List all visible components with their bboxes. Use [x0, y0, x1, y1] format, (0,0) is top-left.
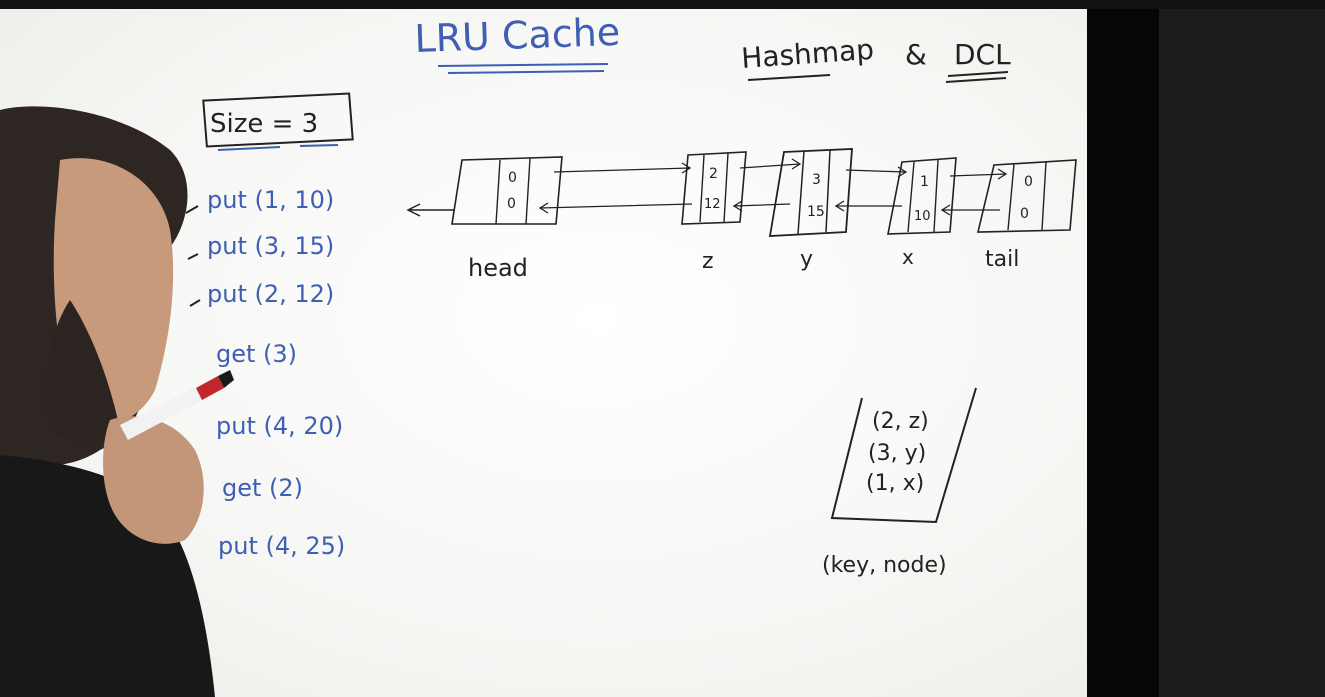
- operation-3: put (2, 12): [207, 280, 334, 308]
- whiteboard: LRU Cache Hashmap & DCL Size = 3 put (1,…: [0, 9, 1087, 697]
- node-y-value: 15: [807, 204, 825, 220]
- size-note-text: Size = 3: [210, 109, 318, 139]
- node-y-label: y: [800, 247, 813, 272]
- node-tail-value: 0: [1020, 206, 1029, 222]
- whiteboard-drawing: LRU Cache Hashmap & DCL Size = 3 put (1,…: [0, 10, 1077, 697]
- node-y: 3 15 y: [768, 148, 853, 272]
- arrow-to-head: [406, 203, 455, 217]
- video-letterbox-strip: [1087, 9, 1159, 697]
- node-head-value: 0: [507, 196, 516, 212]
- node-x-key: 1: [920, 174, 929, 190]
- node-z-value: 12: [704, 197, 721, 212]
- approach-hashmap: Hashmap: [740, 33, 875, 75]
- node-z: 2 12 z: [681, 151, 747, 274]
- side-panel: [1159, 9, 1325, 697]
- operation-1: put (1, 10): [207, 186, 334, 214]
- node-x-label: x: [902, 245, 914, 269]
- hashmap-caption: (key, node): [822, 553, 947, 578]
- node-x: 1 10 x: [887, 157, 957, 269]
- presenter-figure: [0, 106, 234, 697]
- hashmap-entry-2: (3, y): [868, 441, 926, 466]
- approach-amp: &: [905, 38, 927, 71]
- operation-7: put (4, 25): [218, 532, 345, 560]
- hashmap-underline: [747, 74, 831, 81]
- node-z-label: z: [702, 249, 714, 274]
- operation-6: get (2): [222, 474, 303, 502]
- node-tail-key: 0: [1024, 174, 1033, 190]
- node-pointers: [538, 158, 1008, 216]
- node-head-key: 0: [508, 170, 517, 186]
- node-head: 0 0 head: [451, 156, 563, 282]
- approach-dcl: DCL: [954, 38, 1011, 71]
- operation-5: put (4, 20): [216, 412, 343, 440]
- dcl-underline: [945, 71, 1009, 83]
- node-tail-label: tail: [985, 247, 1019, 272]
- operation-2: put (3, 15): [207, 232, 334, 260]
- linked-list: 0 0 head 2 12 z 3 15 y: [451, 148, 1077, 282]
- video-top-bar: [0, 0, 1325, 9]
- node-tail: 0 0 tail: [976, 159, 1077, 272]
- node-x-value: 10: [914, 209, 931, 224]
- hashmap-entry-3: (1, x): [866, 471, 924, 496]
- node-head-label: head: [468, 254, 528, 282]
- size-note: Size = 3: [202, 92, 354, 151]
- node-z-key: 2: [709, 166, 718, 182]
- operation-4: get (3): [216, 340, 297, 368]
- title-text: LRU Cache: [414, 10, 621, 61]
- title-underline: [437, 63, 609, 74]
- operations-list: put (1, 10) put (3, 15) put (2, 12) get …: [185, 186, 345, 560]
- hashmap-entry-1: (2, z): [872, 409, 929, 434]
- hashmap-box: (2, z) (3, y) (1, x) (key, node): [822, 387, 977, 578]
- node-y-key: 3: [812, 172, 821, 188]
